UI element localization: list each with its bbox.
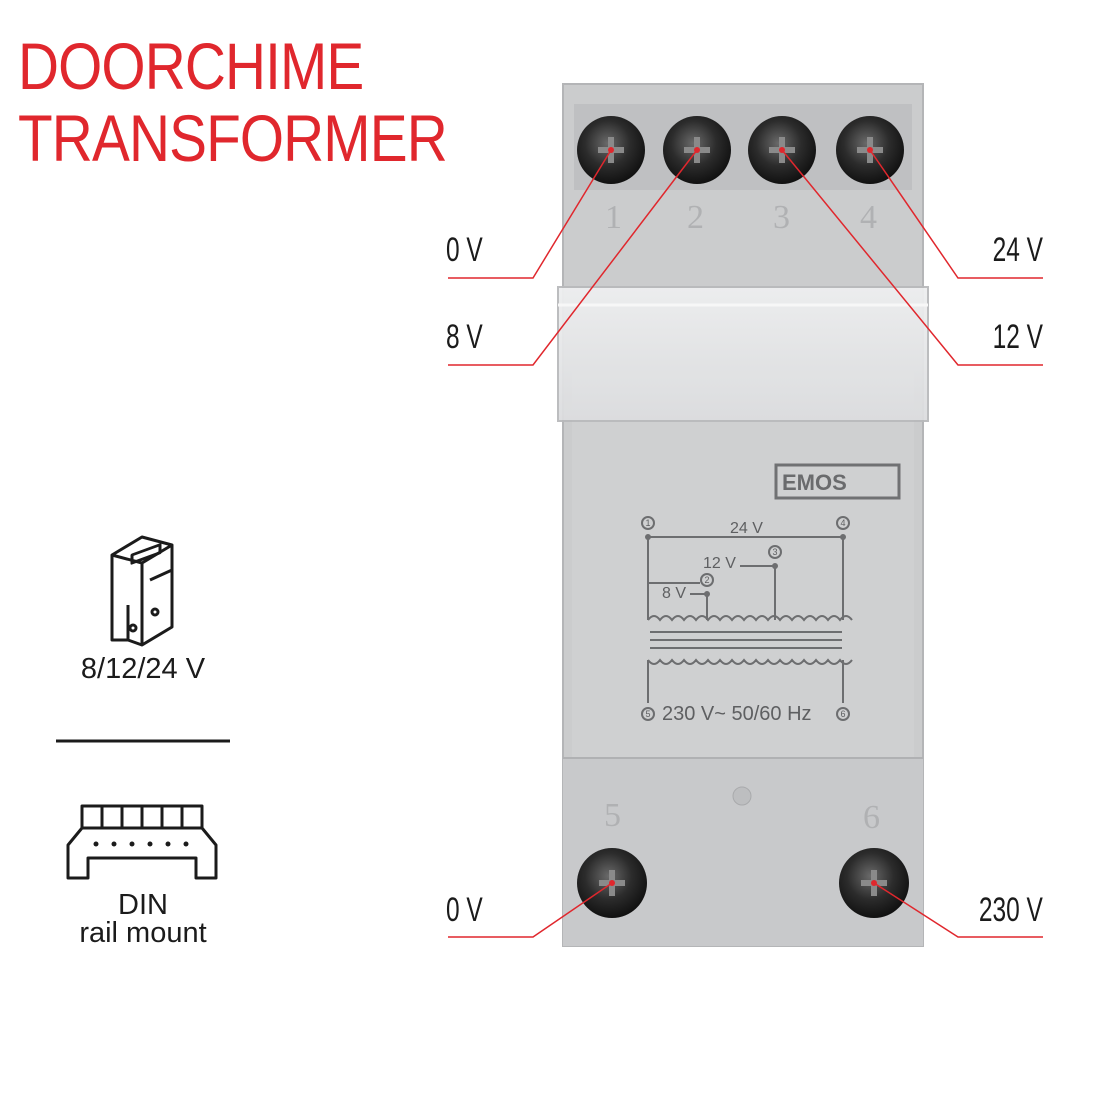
schematic-label-8v: 8 V — [662, 585, 686, 602]
callout-lines — [448, 149, 1043, 938]
schematic-label-24v: 24 V — [730, 520, 763, 537]
schematic-node-5: 5 — [645, 709, 650, 719]
callout-12v: 12 V — [992, 318, 1043, 356]
din-rail-icon — [66, 804, 218, 880]
callout-230v: 230 V — [979, 891, 1043, 929]
title-line-1: DOORCHIME — [18, 29, 364, 103]
din-label-line1: DIN — [118, 889, 168, 921]
callout-8v: 8 V — [446, 318, 483, 356]
callout-line-230v — [873, 882, 1043, 938]
transformer-module-icon — [110, 535, 174, 647]
schematic-node-3: 3 — [772, 547, 777, 557]
schematic-node-1: 1 — [645, 518, 650, 528]
terminal-number-2: 2 — [687, 199, 704, 236]
callout-line-8v — [448, 149, 698, 366]
callout-24v: 24 V — [992, 231, 1043, 269]
callout-0v-bottom: 0 V — [446, 891, 483, 929]
brand-text: EMOS — [782, 470, 847, 495]
voltage-spec-label: 8/12/24 V — [80, 653, 206, 685]
schematic-node-4: 4 — [840, 518, 845, 528]
title-line-2: TRANSFORMER — [18, 101, 448, 175]
callout-line-0v-bottom — [448, 882, 613, 938]
terminal-number-4: 4 — [860, 199, 877, 236]
terminal-number-3: 3 — [773, 199, 790, 236]
wiring-schematic — [641, 516, 853, 721]
brand-logo: EMOS — [774, 463, 901, 500]
terminal-number-1: 1 — [605, 199, 622, 236]
terminal-number-6: 6 — [863, 799, 880, 836]
schematic-label-12v: 12 V — [703, 555, 736, 572]
schematic-node-2: 2 — [704, 575, 709, 585]
callout-line-24v — [869, 149, 1043, 279]
schematic-input-label: 230 V~ 50/60 Hz — [662, 703, 812, 725]
callout-line-12v — [781, 149, 1043, 366]
schematic-node-6: 6 — [840, 709, 845, 719]
din-label-line2: rail mount — [79, 917, 207, 949]
callout-0v-top: 0 V — [446, 231, 483, 269]
terminal-number-5: 5 — [604, 797, 621, 834]
page-title: DOORCHIME TRANSFORMER — [18, 29, 448, 175]
callout-line-0v-top — [448, 149, 612, 279]
